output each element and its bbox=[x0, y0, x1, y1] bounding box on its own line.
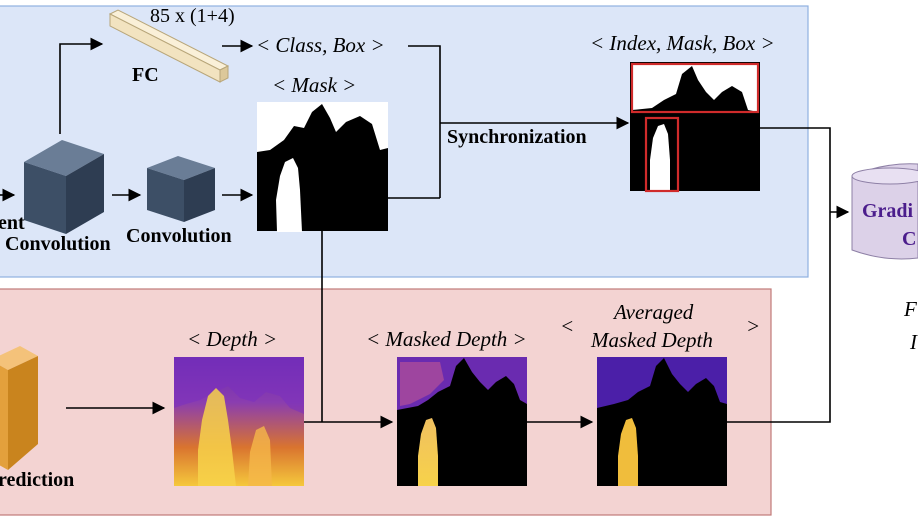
fc-layer-bar bbox=[108, 9, 230, 83]
masked-depth-image bbox=[397, 357, 527, 486]
averaged-line-1: Averaged bbox=[614, 300, 694, 324]
index-mask-box-label: < Index, Mask, Box > bbox=[590, 31, 775, 55]
depth-map bbox=[174, 357, 304, 486]
class-box-label: < Class, Box > bbox=[256, 33, 385, 57]
class-box-to-sync bbox=[408, 45, 441, 198]
mask-label: < Mask > bbox=[272, 73, 357, 97]
fc-label: FC bbox=[132, 64, 159, 86]
gradient-database-icon bbox=[851, 163, 918, 260]
conv-left-label-1: ent bbox=[0, 212, 25, 234]
averaged-line-2: Masked Depth bbox=[591, 328, 713, 352]
depth-label: < Depth > bbox=[187, 327, 278, 351]
averaged-open-bracket: < bbox=[560, 314, 575, 338]
partial-text-i: I bbox=[910, 330, 917, 354]
connectors bbox=[0, 37, 850, 429]
arrow-to-fc bbox=[59, 37, 104, 134]
masked-depth-label: < Masked Depth > bbox=[366, 327, 527, 351]
conv-cube-large bbox=[24, 140, 104, 234]
conv-cube-small bbox=[147, 156, 215, 222]
averaged-to-db bbox=[727, 212, 831, 423]
synchronization-label: Synchronization bbox=[447, 126, 587, 148]
averaged-close-bracket: > bbox=[746, 314, 761, 338]
partial-text-f: F bbox=[904, 297, 917, 321]
database-label-2: C bbox=[902, 228, 917, 250]
index-mask-box-image bbox=[630, 62, 760, 193]
database-label-1: Gradi bbox=[862, 200, 914, 222]
output-to-db bbox=[760, 127, 831, 212]
averaged-masked-depth-image bbox=[597, 357, 727, 486]
fc-dimension-label: 85 x (1+4) bbox=[150, 5, 235, 27]
prediction-label: rediction bbox=[0, 469, 75, 491]
conv-left-label-2: Convolution bbox=[5, 233, 111, 255]
depth-prediction-cube bbox=[0, 346, 38, 470]
mask-image bbox=[257, 102, 388, 232]
conv-right-label: Convolution bbox=[126, 225, 232, 247]
